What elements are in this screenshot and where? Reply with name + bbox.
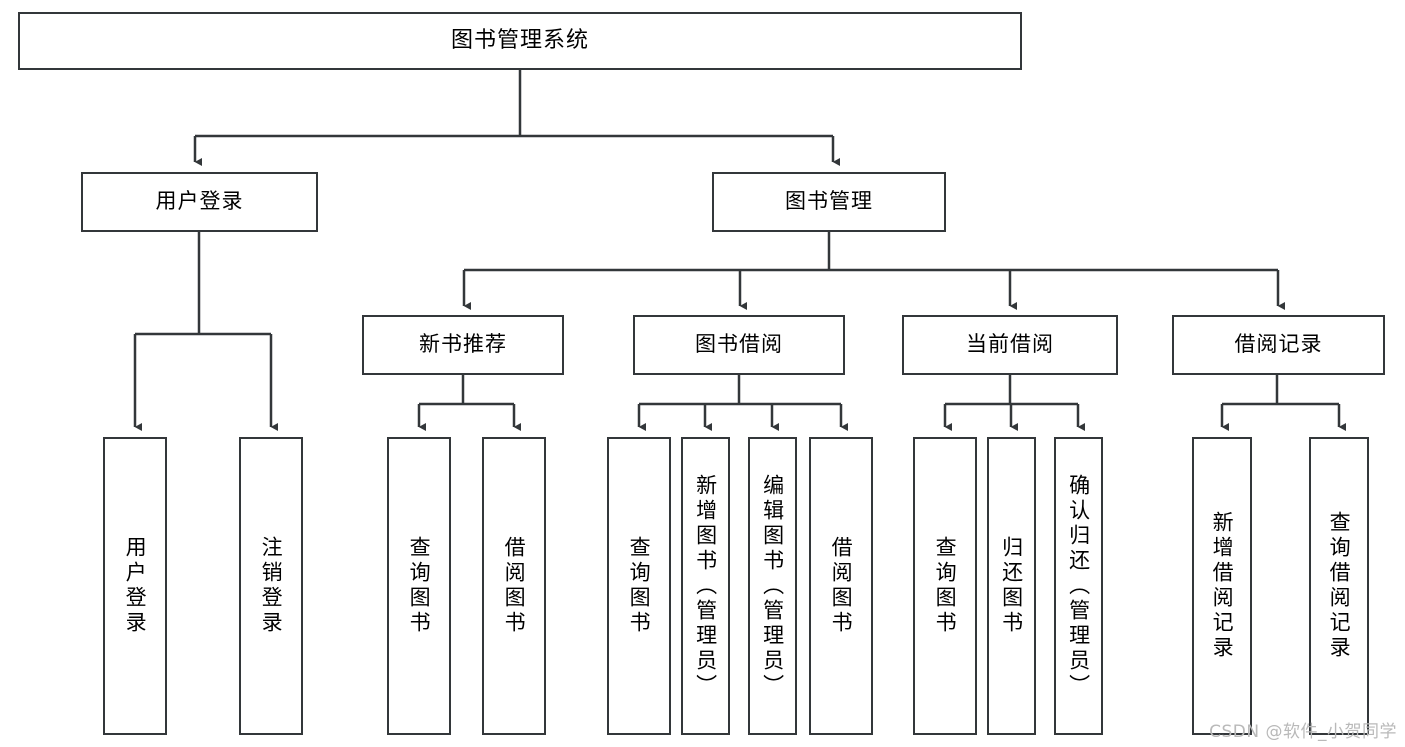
node-label: 用户登录 — [123, 536, 148, 636]
node-current-borrow[interactable]: 当前借阅 — [902, 315, 1118, 375]
node-label: 注销登录 — [259, 536, 284, 636]
node-label: 用户登录 — [155, 189, 244, 214]
node-label: 借阅记录 — [1234, 332, 1323, 357]
leaf-query-borrow-record[interactable]: 查询借阅记录 — [1309, 437, 1369, 735]
node-new-book-recommend[interactable]: 新书推荐 — [362, 315, 564, 375]
node-user-login[interactable]: 用户登录 — [81, 172, 318, 232]
node-label: 图书管理系统 — [450, 27, 589, 53]
node-label: 新书推荐 — [419, 332, 507, 357]
node-label: 当前借阅 — [966, 332, 1054, 357]
node-borrow-record[interactable]: 借阅记录 — [1172, 315, 1385, 375]
node-label: 借阅图书 — [829, 536, 854, 636]
csdn-watermark: CSDN @软件_小贺同学 — [1209, 722, 1397, 742]
node-label: 查询图书 — [933, 536, 958, 636]
node-root-book-management-system[interactable]: 图书管理系统 — [18, 12, 1022, 70]
leaf-query-book-current[interactable]: 查询图书 — [913, 437, 977, 735]
node-label: 借阅图书 — [502, 536, 527, 636]
leaf-edit-book-admin[interactable]: 编辑图书（管理员） — [748, 437, 797, 735]
leaf-borrow-book-borrow[interactable]: 借阅图书 — [809, 437, 873, 735]
node-label: 图书管理 — [785, 189, 873, 214]
leaf-query-book-recommend[interactable]: 查询图书 — [387, 437, 451, 735]
leaf-add-book-admin[interactable]: 新增图书（管理员） — [681, 437, 730, 735]
leaf-return-book[interactable]: 归还图书 — [987, 437, 1036, 735]
node-label: 编辑图书（管理员） — [760, 473, 785, 699]
leaf-confirm-return-admin[interactable]: 确认归还（管理员） — [1054, 437, 1103, 735]
node-label: 归还图书 — [999, 536, 1024, 636]
node-book-borrow[interactable]: 图书借阅 — [633, 315, 845, 375]
leaf-borrow-book-recommend[interactable]: 借阅图书 — [482, 437, 546, 735]
node-book-management[interactable]: 图书管理 — [712, 172, 946, 232]
leaf-query-book-borrow[interactable]: 查询图书 — [607, 437, 671, 735]
node-label: 图书借阅 — [695, 332, 783, 357]
node-label: 查询图书 — [407, 536, 432, 636]
node-label: 确认归还（管理员） — [1066, 473, 1091, 699]
leaf-logout-login[interactable]: 注销登录 — [239, 437, 303, 735]
node-label: 新增借阅记录 — [1210, 511, 1235, 661]
node-label: 新增图书（管理员） — [693, 473, 718, 699]
leaf-user-login[interactable]: 用户登录 — [103, 437, 167, 735]
leaf-add-borrow-record[interactable]: 新增借阅记录 — [1192, 437, 1252, 735]
node-label: 查询借阅记录 — [1327, 511, 1352, 661]
node-label: 查询图书 — [627, 536, 652, 636]
